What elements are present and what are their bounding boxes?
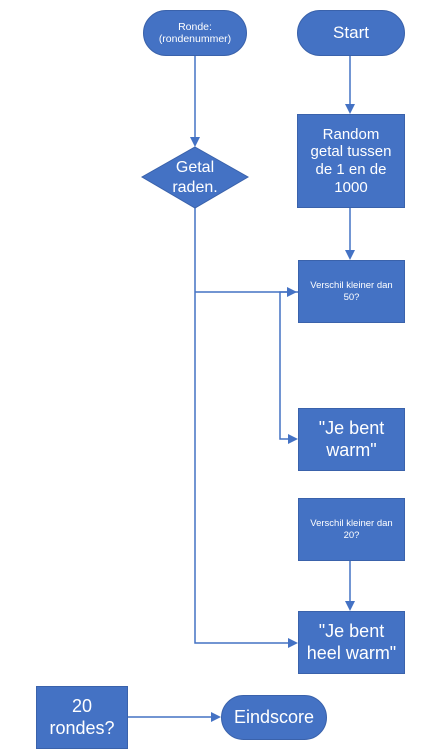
decision-getal-raden-label: Getal raden. bbox=[172, 159, 218, 196]
node-verschil-50-label: Verschil kleiner dan 50? bbox=[310, 280, 393, 303]
decision-diamond-getal-raden bbox=[140, 146, 250, 209]
node-heel-warm-label: "Je bent heel warm" bbox=[306, 621, 397, 663]
node-warm: "Je bent warm" bbox=[298, 408, 405, 471]
node-verschil-20: Verschil kleiner dan 20? bbox=[298, 498, 405, 561]
node-20-rondes: 20 rondes? bbox=[36, 686, 128, 749]
node-ronde: Ronde: (rondenummer) bbox=[143, 10, 247, 56]
node-heel-warm: "Je bent heel warm" bbox=[298, 611, 405, 674]
node-random-label: Random getal tussen de 1 en de 1000 bbox=[310, 125, 392, 196]
node-eindscore-label: Eindscore bbox=[233, 706, 315, 727]
node-start-label: Start bbox=[333, 22, 369, 42]
node-eindscore: Eindscore bbox=[221, 695, 327, 740]
node-start: Start bbox=[297, 10, 405, 56]
node-verschil-20-label: Verschil kleiner dan 20? bbox=[310, 518, 393, 541]
node-ronde-label: Ronde: (rondenummer) bbox=[158, 20, 232, 45]
node-random: Random getal tussen de 1 en de 1000 bbox=[297, 114, 405, 208]
arrow-getal-raden-to-heel-warm bbox=[194, 208, 298, 648]
node-verschil-50: Verschil kleiner dan 50? bbox=[298, 260, 405, 323]
node-20-rondes-label: 20 rondes? bbox=[49, 696, 115, 738]
node-warm-label: "Je bent warm" bbox=[318, 418, 385, 460]
arrow-verschil-50-to-warm bbox=[279, 291, 298, 444]
